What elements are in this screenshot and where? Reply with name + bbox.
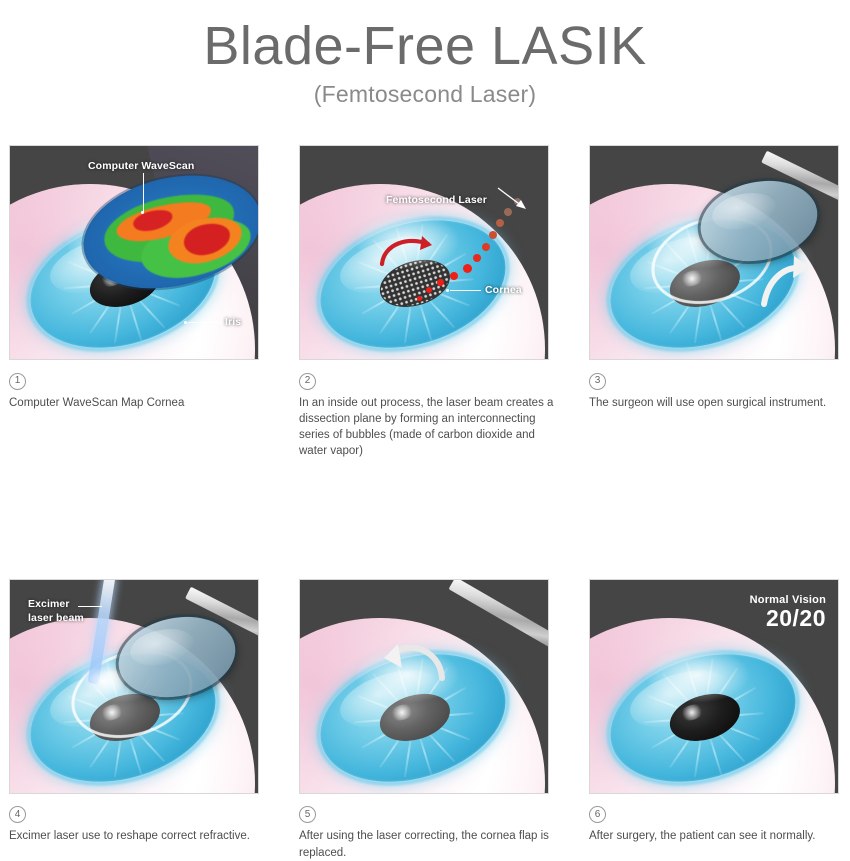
pupil-highlight <box>388 701 417 724</box>
leader-line-cornea <box>450 290 481 291</box>
laser-dot <box>450 272 458 280</box>
illustration-panel-6: Normal Vision 20/20 <box>589 578 839 794</box>
bubble-mesh-icon <box>379 259 450 307</box>
leader-dot-cornea <box>446 289 449 292</box>
step-number-6: 6 <box>589 806 606 824</box>
laser-dot <box>417 296 422 301</box>
label-femtosecond-laser: Femtosecond Laser <box>386 194 487 206</box>
page-subtitle: (Femtosecond Laser) <box>313 80 537 107</box>
step-caption-1: 1 Computer WaveScan Map Cornea <box>9 360 259 411</box>
laser-dot <box>426 287 432 293</box>
step-caption-2: 2 In an inside out process, the laser be… <box>299 360 553 460</box>
step-number-2: 2 <box>299 372 316 390</box>
leader-line-wavescan <box>143 173 144 213</box>
step-caption-3: 3 The surgeon will use open surgical ins… <box>589 360 839 411</box>
step-card-2: Femtosecond Laser Cornea 2 In an inside … <box>299 145 553 460</box>
step-caption-text-4: Excimer laser use to reshape correct ref… <box>9 830 250 843</box>
laser-dot <box>482 243 490 251</box>
illustration-panel-2: Femtosecond Laser Cornea <box>299 145 549 360</box>
steps-grid: Computer WaveScan Iris 1 Computer WaveSc… <box>0 145 850 861</box>
step-caption-text-1: Computer WaveScan Map Cornea <box>9 396 185 409</box>
step-caption-text-6: After surgery, the patient can see it no… <box>589 830 816 843</box>
label-excimer-line1: Excimer <box>28 597 70 610</box>
step-number-1: 1 <box>9 372 26 390</box>
leader-arrow-laser <box>497 187 526 209</box>
pupil-bubble-mesh <box>374 251 456 315</box>
step-caption-5: 5 After using the laser correcting, the … <box>299 794 549 861</box>
laser-dot <box>463 264 472 273</box>
page-title: Blade-Free LASIK <box>203 16 647 76</box>
laser-dot <box>437 279 444 286</box>
rotation-arrow-icon <box>379 236 432 267</box>
label-cornea: Cornea <box>485 284 522 296</box>
illustration-panel-1: Computer WaveScan Iris <box>9 145 259 360</box>
page-header: Blade-Free LASIK (Femtosecond Laser) <box>0 0 850 108</box>
laser-impact-glow <box>82 665 126 696</box>
illustration-panel-5 <box>299 578 549 794</box>
steps-row-top: Computer WaveScan Iris 1 Computer WaveSc… <box>0 145 850 460</box>
leader-line-iris <box>188 322 221 323</box>
step-card-3: 3 The surgeon will use open surgical ins… <box>589 145 839 460</box>
leader-line-excimer <box>78 605 102 607</box>
label-iris: Iris <box>225 316 242 328</box>
illustration-panel-4: Excimer laser beam <box>9 578 259 794</box>
laser-dot <box>514 198 521 205</box>
step-caption-4: 4 Excimer laser use to reshape correct r… <box>9 794 259 845</box>
step-number-5: 5 <box>299 806 316 824</box>
step-caption-text-3: The surgeon will use open surgical instr… <box>589 396 827 409</box>
surgical-instrument <box>448 579 548 648</box>
step-card-1: Computer WaveScan Iris 1 Computer WaveSc… <box>9 145 259 460</box>
step-number-4: 4 <box>9 806 26 824</box>
laser-dot <box>504 208 512 216</box>
label-excimer-line2: laser beam <box>28 611 84 624</box>
vision-result-value: 20/20 <box>765 604 826 631</box>
leader-dot-wavescan <box>141 211 144 214</box>
flap-lift-arrow-icon <box>761 256 810 307</box>
laser-dot <box>473 254 481 262</box>
steps-row-bottom: Excimer laser beam 4 Excimer laser use t… <box>0 578 850 861</box>
pupil-highlight <box>678 701 707 724</box>
leader-dot-iris <box>184 321 187 324</box>
vision-result: Normal Vision 20/20 <box>750 594 826 630</box>
step-caption-6: 6 After surgery, the patient can see it … <box>589 794 839 845</box>
step-caption-text-5: After using the laser correcting, the co… <box>299 830 549 859</box>
iris-group <box>300 193 527 359</box>
laser-dot <box>496 219 504 227</box>
vision-result-label: Normal Vision <box>749 593 826 606</box>
step-number-3: 3 <box>589 372 606 390</box>
step-card-6: Normal Vision 20/20 6 After surgery, the… <box>589 578 839 861</box>
step-card-5: 5 After using the laser correcting, the … <box>299 578 549 861</box>
illustration-panel-3 <box>589 145 839 360</box>
step-caption-text-2: In an inside out process, the laser beam… <box>299 396 554 458</box>
flap-replace-arrow-icon <box>384 643 445 681</box>
label-computer-wavescan: Computer WaveScan <box>88 160 195 172</box>
laser-dot <box>489 231 497 239</box>
step-card-4: Excimer laser beam 4 Excimer laser use t… <box>9 578 259 861</box>
